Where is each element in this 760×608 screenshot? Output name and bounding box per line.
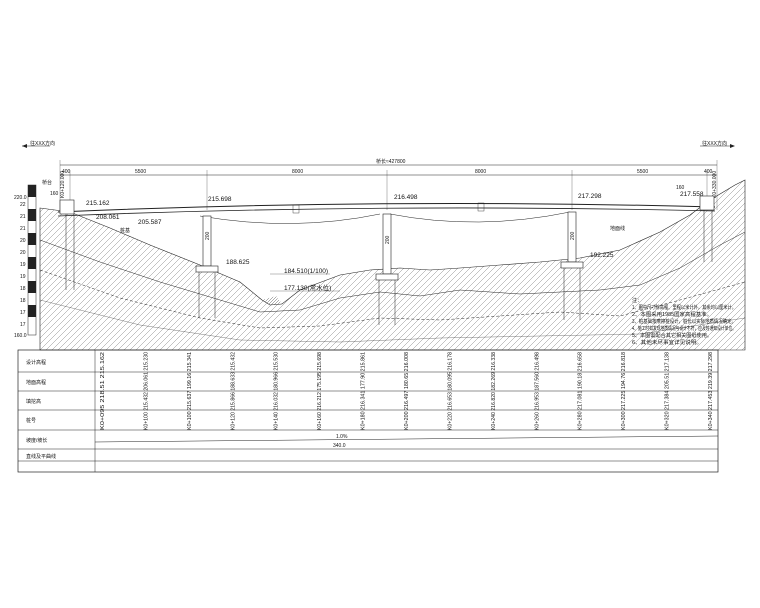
row-label: 设计高程 — [26, 359, 46, 366]
table-column-values: K0+280 217.081 190.18 216.658 — [578, 352, 584, 430]
table-column-values: K0+220 216.653 180.095 216.178 — [447, 352, 453, 430]
ruler-tick: 19 — [20, 262, 26, 268]
bearing-right: 160 — [676, 185, 685, 191]
direction-left-arrow: 往XXX方向 — [22, 140, 55, 148]
table-column-values: K0+095 218.51 215.162 — [100, 352, 106, 430]
ruler-bottom: 160.0 — [14, 333, 27, 339]
span-dim-6: 400 — [704, 169, 713, 175]
elev-192: 192.225 — [590, 252, 614, 259]
abutment-left: 160 桥台 — [42, 179, 75, 290]
span-dim-5: 5500 — [637, 169, 648, 175]
elev-177: 177.130(常水位) — [284, 283, 331, 292]
ruler-tick: 21 — [20, 226, 26, 232]
abutment-left-note: 桥台 — [42, 179, 52, 186]
elev-abutment-right: 217.558 — [680, 191, 704, 198]
note-line: 5、本图需配合其它相关图纸使用。 — [632, 332, 712, 339]
pier-1: 200 — [195, 215, 219, 318]
elevation-ruler: 220.0 160.0 22 21 21 20 20 19 19 18 18 1… — [14, 184, 37, 339]
table-column-values: K0+300 217.225 194.76 216.818 — [621, 352, 627, 430]
table-column-values: K0+260 216.953 187.560 216.498 — [534, 352, 540, 430]
bearing-left: 160 — [50, 191, 59, 197]
elev-pier-3: 217.298 — [578, 193, 602, 200]
bridge-girder — [57, 202, 716, 224]
span-dim-2: 5500 — [135, 169, 146, 175]
direction-left-label: 往XXX方向 — [30, 140, 55, 147]
profile-table: 设计高程 地面高程 填挖高 桩号 坡度/坡长 直线及平曲线 K0+095 218… — [17, 349, 719, 473]
elev-208: 208.061 — [96, 214, 120, 221]
table-column-values: K0+340 217.453 219.39 217.298 — [708, 352, 714, 430]
row-label: 地面高程 — [26, 379, 46, 386]
total-span-label: 桥长≈427800 — [376, 158, 406, 165]
notes-block: 注： 1、图中尺寸除高程、里程以米计外，其余均以厘米计。 2、本图采用1985国… — [632, 297, 736, 346]
elev-205: 205.587 — [138, 219, 162, 226]
ruler-tick: 17 — [20, 322, 26, 328]
table-column-values: K0+240 216.820 182.269 216.338 — [491, 352, 497, 430]
table-column-values: K0+100 215.637 199.16 215.341 — [187, 352, 193, 430]
pier-3: 200 — [560, 211, 584, 320]
ruler-tick: 20 — [20, 250, 26, 256]
table-column-values: K0+320 217.384 205.51 217.138 — [665, 352, 671, 430]
row-label: 坡度/坡长 — [26, 437, 47, 444]
ground-note: 地面线 — [610, 225, 625, 232]
ruler-tick: 21 — [20, 214, 26, 220]
elev-abutment-left: 215.162 — [86, 200, 110, 207]
table-column-values: K0+200 216.497 180.65 216.008 — [404, 352, 410, 430]
table-columns: K0+095 218.51 215.162 K0+100 215.432 206.… — [100, 352, 714, 430]
elev-pier-2: 216.498 — [394, 194, 418, 201]
pier-3-height: 200 — [570, 231, 576, 240]
direction-right-arrow: 往XXX方向 — [700, 140, 735, 148]
grade-label: 1.0% — [336, 434, 348, 440]
row-label: 桩号 — [26, 417, 36, 424]
pier-1-height: 200 — [205, 231, 211, 240]
elev-188: 188.625 — [226, 259, 250, 266]
chainage-start: K0+120.000 — [60, 171, 66, 198]
grade-length: 340.0 — [333, 443, 346, 449]
dimension-lines: 桥长≈427800 400 5500 8000 8000 5500 400 K0… — [59, 158, 718, 210]
ruler-tick: 22 — [20, 202, 26, 208]
span-dim-1: 400 — [62, 169, 71, 175]
note-line: 注： — [632, 297, 642, 304]
row-label: 填挖高 — [26, 398, 41, 405]
elevation-labels: 215.162 215.698 216.498 217.298 217.558 … — [86, 191, 704, 292]
table-column-values: K0+140 216.032 180.966 215.530 — [274, 352, 280, 430]
table-column-values: K0+100 215.432 206.061 215.230 — [143, 352, 149, 430]
ruler-tick: 18 — [20, 286, 26, 292]
note-line: 3、桩基础按摩擦桩设计，桩长以实际地质情况确定。 — [632, 318, 736, 325]
elev-pier-1: 215.698 — [208, 196, 232, 203]
note-line: 6、其他未尽事宜详见说明。 — [632, 339, 702, 346]
note-line: 2、本图采用1985国家高程基准。 — [632, 311, 712, 318]
table-column-values: K0+160 216.212 175.195 215.698 — [317, 352, 323, 430]
ruler-tick: 20 — [20, 238, 26, 244]
pile-note: 桩基 — [120, 227, 130, 234]
table-column-values: K0+180 216.341 177.90 215.861 — [361, 352, 367, 430]
row-label: 直线及平曲线 — [26, 453, 56, 460]
table-column-values: K0+120 215.866 188.633 215.432 — [230, 352, 236, 430]
direction-right-label: 往XXX方向 — [702, 140, 727, 147]
elev-184: 184.510(1/100) — [284, 268, 328, 275]
span-dim-3: 8000 — [292, 169, 303, 175]
ruler-tick: 18 — [20, 298, 26, 304]
chainage-end: K0+330.000 — [712, 171, 718, 198]
note-line: 4、施工时如发现地质情况与设计不符，应及时通知设计单位。 — [632, 325, 736, 332]
abutment-right: 160 — [676, 185, 715, 262]
span-dim-4: 8000 — [475, 169, 486, 175]
ruler-tick: 19 — [20, 274, 26, 280]
ruler-top: 220.0 — [14, 195, 27, 201]
pier-2: 200 — [375, 213, 399, 325]
pier-2-height: 200 — [385, 235, 391, 244]
note-line: 1、图中尺寸除高程、里程以米计外，其余均以厘米计。 — [632, 304, 736, 311]
ruler-tick: 17 — [20, 310, 26, 316]
